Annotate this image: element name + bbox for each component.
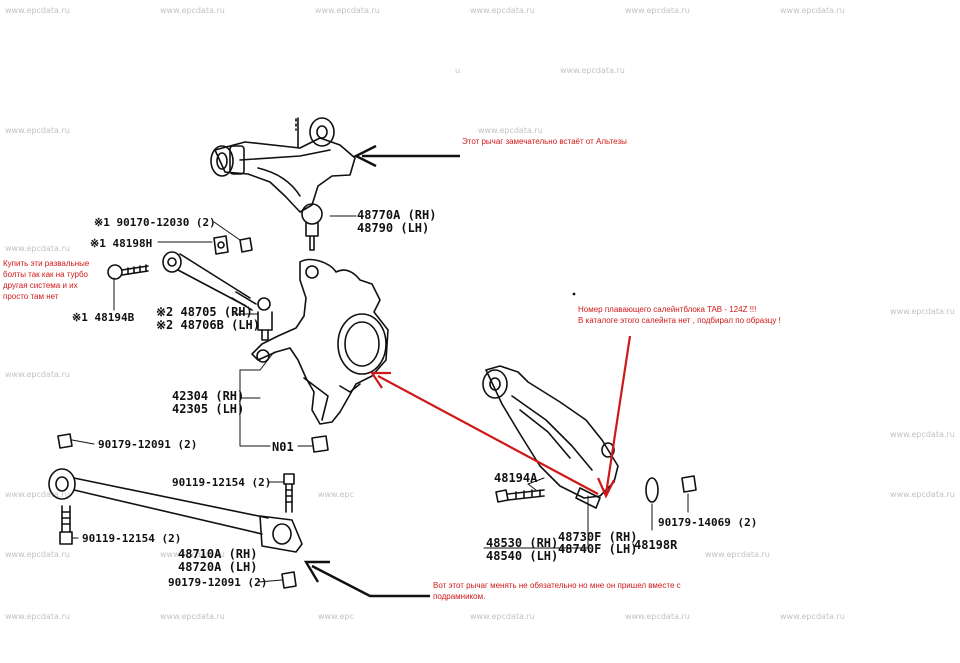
watermark: www.epcdata.ru [5, 126, 70, 135]
nut [57, 433, 73, 449]
nut [681, 475, 697, 493]
part-label-42305: 42305 (LH) [172, 402, 245, 416]
part-label-90119-12154: 90119-12154 (2) [172, 476, 272, 489]
note-upper-arm: Этот рычаг замечательно встаёт от Альтез… [462, 137, 627, 146]
watermark: www.epcdata.ru [890, 307, 955, 316]
part-label-90170-12030: ※1 90170-12030 (2) [94, 216, 216, 229]
part-label-n01: N01 [272, 440, 294, 454]
part-label-48720a: 48720A (LH) [178, 560, 258, 574]
bolt [283, 473, 295, 513]
part-label-48194a: 48194A [494, 471, 538, 485]
watermark: www.epcdata.ru [705, 550, 770, 559]
part-label-90179-12091: 90179-12091 (2) [168, 576, 268, 589]
camber-bolt-assembly [107, 235, 273, 341]
part-label-48770a: 48770A (RH) [357, 208, 437, 222]
part-label-48710a: 48710A (RH) [178, 547, 258, 561]
watermark: www.epcdata.ru [890, 430, 955, 439]
nut-n01 [311, 435, 329, 453]
watermark: www.epcdata.ru [560, 66, 625, 75]
watermark: www.epcdata.ru [5, 244, 70, 253]
part-label-48730f: 48730F (RH) [558, 530, 638, 544]
part-label-48194b: ※1 48194B [72, 311, 135, 324]
watermark: www.epcdata.ru [5, 6, 70, 15]
bolt [59, 505, 73, 545]
nut [281, 571, 297, 589]
watermark: www.epcdata.ru [5, 612, 70, 621]
lower-lateral-arm [48, 468, 303, 553]
note-lower-arm: Вот этот рычаг менять не обязательно но … [433, 581, 681, 601]
watermark: www.epcdata.ru [160, 6, 225, 15]
watermark: www.epcdata.ru [5, 550, 70, 559]
annotation-arrows [303, 144, 632, 598]
part-label-48790: 48790 (LH) [357, 221, 430, 235]
washer [645, 477, 659, 503]
watermark: www.epcdata.ru [470, 6, 535, 15]
note-camber-bolts: Купить эти развальные болты так как на т… [3, 259, 90, 301]
part-label-48706b: ※2 48706B (LH) [156, 318, 260, 332]
watermark: www.epcdata.ru [625, 6, 690, 15]
watermark: u [455, 66, 461, 75]
watermark: www.epcdata.ru [780, 6, 845, 15]
watermark: www.epcdata.ru [890, 490, 955, 499]
watermark: www.epcdata.ru [160, 612, 225, 621]
watermark: www.epcdata.ru [5, 490, 70, 499]
part-label-42304: 42304 (RH) [172, 389, 245, 403]
part-label-48540: 48540 (LH) [486, 549, 559, 563]
part-label-48705: ※2 48705 (RH) [156, 305, 253, 319]
watermark: www.epcdata.ru [470, 612, 535, 621]
steering-knuckle [251, 258, 389, 425]
part-label-90179-12091: 90179-12091 (2) [98, 438, 198, 451]
watermark: www.epcdata.ru [478, 126, 543, 135]
leader-lines [71, 215, 689, 583]
watermark: www.epcdata.ru [315, 6, 380, 15]
part-label-90119-12154: 90119-12154 (2) [82, 532, 182, 545]
watermark: www.epcdata.ru [780, 612, 845, 621]
note-bushing: Номер плавающего салейнтблока TAB - 124Z… [578, 305, 781, 325]
part-label-90179-14069: 90179-14069 (2) [658, 516, 758, 529]
trailing-arm [482, 365, 619, 509]
watermark: www.epcdata.ru [160, 550, 225, 559]
part-label-48740f: 48740F (LH) [558, 542, 638, 556]
watermark: www.epc [318, 490, 354, 499]
watermark: www.epcdata.ru [625, 612, 690, 621]
watermark: www.epc [318, 612, 354, 621]
part-label-48198r: 48198R [634, 538, 678, 552]
part-label-48530: 48530 (RH) [486, 536, 559, 550]
upper-control-arm [210, 117, 356, 251]
part-label-48198h: ※1 48198H [90, 237, 153, 250]
bolt [495, 489, 545, 503]
watermark: www.epcdata.ru [5, 370, 70, 379]
